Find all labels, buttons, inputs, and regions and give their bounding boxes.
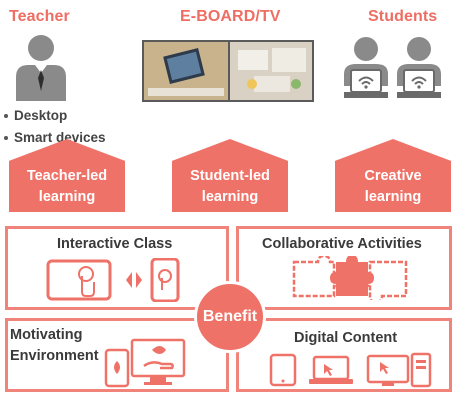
list-item: Desktop <box>4 105 106 127</box>
motivating-icons <box>104 338 186 388</box>
phone-plant-icon <box>104 348 130 388</box>
plant-hand-icon <box>143 346 174 370</box>
benefit-label: Benefit <box>202 308 258 325</box>
interactive-class-box <box>5 226 229 310</box>
interactive-class-title: Interactive Class <box>57 236 173 252</box>
teacher-heading: Teacher <box>9 8 70 25</box>
desktop-computer-icon <box>366 352 432 388</box>
teacher-person-icon <box>16 35 66 101</box>
tablet-icon <box>269 353 297 387</box>
puzzle-pieces-icon <box>292 256 408 300</box>
left-right-arrows-icon <box>126 272 142 288</box>
phone-touch-icon <box>150 258 180 302</box>
wifi-laptop-icon <box>344 69 388 98</box>
digital-content-icons <box>269 352 432 388</box>
eboard-heading: E-BOARD/TV <box>180 8 281 25</box>
students-figure <box>344 37 441 98</box>
eboard-photo <box>142 40 314 102</box>
interactive-class-icons <box>46 258 180 302</box>
list-item: Smart devices <box>4 127 106 149</box>
students-heading: Students <box>368 8 438 25</box>
laptop-icon <box>309 355 353 384</box>
digital-content-title: Digital Content <box>294 330 398 346</box>
teacher-device-list: Desktop Smart devices <box>4 105 106 149</box>
benefit-circle: Benefit <box>194 281 266 353</box>
tablet-touch-icon <box>46 259 112 301</box>
collaborative-activities-title: Collaborative Activities <box>262 236 422 252</box>
wifi-laptop-icon <box>397 69 441 98</box>
